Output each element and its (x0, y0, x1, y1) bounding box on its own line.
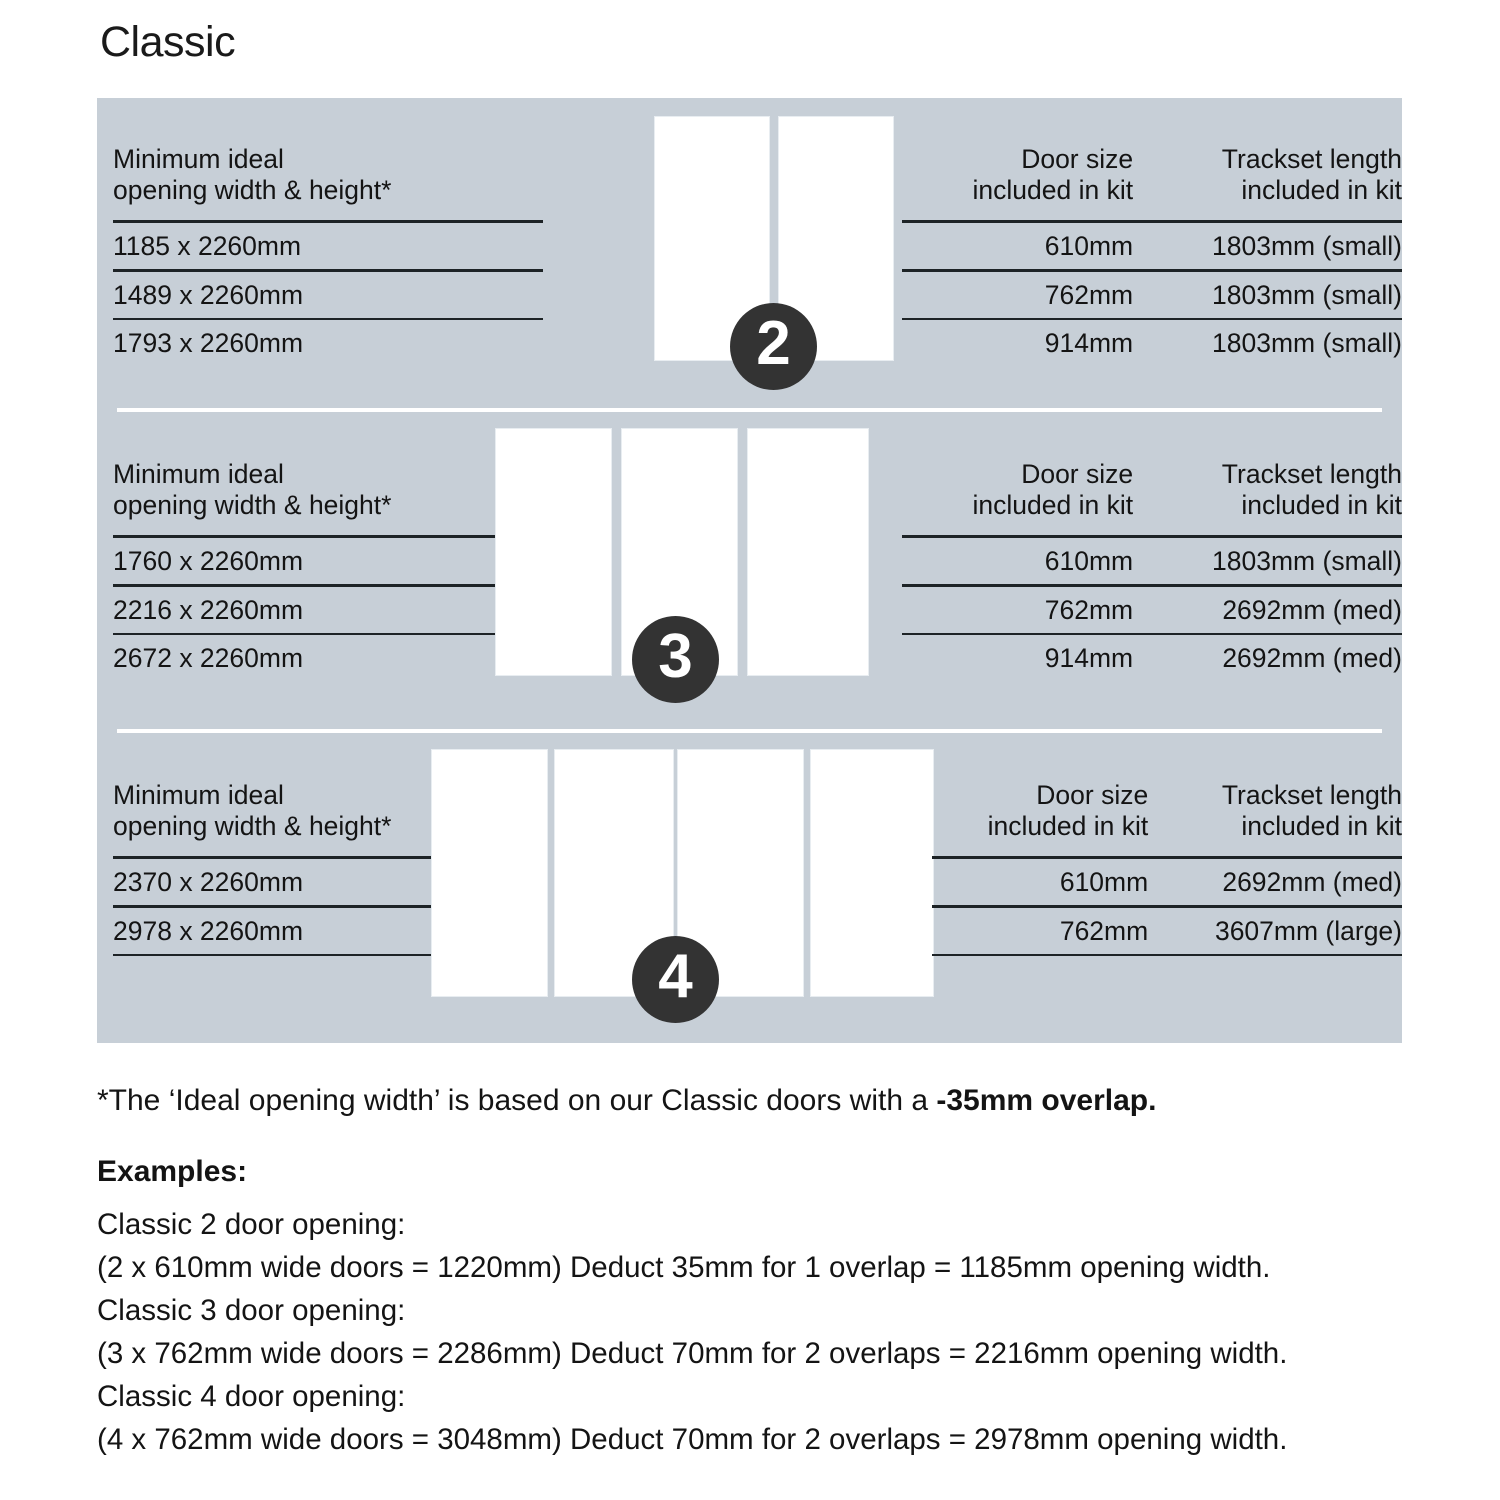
door-count-badge: 2 (730, 303, 817, 390)
example-line: Classic 4 door opening: (97, 1380, 406, 1413)
overlap-footnote: *The ‘Ideal opening width’ is based on o… (97, 1082, 1156, 1120)
example-line: (3 x 762mm wide doors = 2286mm) Deduct 7… (97, 1337, 1288, 1370)
table-row: 914mm 1803mm (small) (902, 320, 1402, 366)
footnote-prefix: *The ‘Ideal opening width’ is based on o… (97, 1084, 937, 1117)
opening-header: Minimum ideal opening width & height* (113, 459, 392, 520)
trackset-value: 1803mm (small) (1212, 231, 1402, 261)
trackset-value: 1803mm (small) (1212, 546, 1402, 576)
opening-header: Minimum ideal opening width & height* (113, 144, 392, 205)
door-size-value: 762mm (1044, 279, 1134, 310)
opening-column: Minimum ideal opening width & height* 17… (113, 459, 498, 681)
door-size-header: Door size included in kit (987, 780, 1149, 841)
example-line: Classic 2 door opening: (97, 1208, 406, 1241)
example-line: (2 x 610mm wide doors = 1220mm) Deduct 3… (97, 1251, 1271, 1284)
table-row: 610mm 1803mm (small) (902, 223, 1402, 269)
opening-value: 2978 x 2260mm (113, 915, 304, 946)
table-row: 610mm 1803mm (small) (902, 538, 1402, 584)
section-classic-4-door: Minimum ideal opening width & height* 23… (97, 734, 1402, 1043)
header-rule (113, 856, 440, 859)
trackset-value: 1803mm (small) (1212, 328, 1402, 358)
opening-value: 2370 x 2260mm (113, 867, 304, 897)
trackset-value: 2692mm (med) (1222, 643, 1402, 673)
door-size-value: 914mm (1044, 643, 1134, 673)
kit-columns: Door size included in kit Trackset lengt… (902, 459, 1402, 681)
door-size-value: 762mm (1044, 594, 1134, 625)
door-panel (747, 428, 869, 676)
row-rule (932, 953, 1402, 956)
door-size-value: 762mm (1059, 915, 1149, 946)
examples-list: Classic 2 door opening: (2 x 610mm wide … (97, 1203, 1287, 1461)
header-rule (932, 856, 1402, 859)
table-row: 762mm 2692mm (med) (902, 587, 1402, 633)
trackset-header: Trackset length included in kit (1221, 144, 1402, 205)
door-size-header: Door size included in kit (972, 144, 1134, 205)
table-row: 762mm 3607mm (large) (932, 908, 1402, 954)
kit-columns: Door size included in kit Trackset lengt… (902, 144, 1402, 366)
row-rule (113, 269, 543, 272)
row-rule (113, 905, 440, 908)
section-classic-3-door: Minimum ideal opening width & height* 17… (97, 413, 1402, 731)
trackset-header: Trackset length included in kit (1221, 459, 1402, 520)
trackset-value: 3607mm (large) (1214, 915, 1402, 946)
row-rule (113, 953, 440, 956)
door-panel (431, 749, 548, 997)
door-size-header: Door size included in kit (972, 459, 1134, 520)
trackset-value: 2692mm (med) (1222, 594, 1402, 625)
opening-value: 1793 x 2260mm (113, 328, 304, 358)
row-rule (113, 632, 498, 635)
trackset-header: Trackset length included in kit (1221, 780, 1402, 841)
example-line: (4 x 762mm wide doors = 3048mm) Deduct 7… (97, 1423, 1288, 1456)
section-divider-2 (117, 729, 1382, 733)
footnote-emphasis: -35mm overlap. (936, 1084, 1157, 1117)
section-divider-1 (117, 408, 1382, 412)
door-count-badge: 4 (632, 936, 719, 1023)
row-rule (113, 317, 543, 320)
row-rule (902, 584, 1402, 587)
examples-heading: Examples: (97, 1155, 248, 1188)
row-rule (932, 905, 1402, 908)
table-row: 610mm 2692mm (med) (932, 859, 1402, 905)
opening-header: Minimum ideal opening width & height* (113, 780, 392, 841)
example-line: Classic 3 door opening: (97, 1294, 406, 1327)
door-size-value: 610mm (1044, 546, 1134, 576)
table-row: 762mm 1803mm (small) (902, 272, 1402, 318)
table-row: 914mm 2692mm (med) (902, 635, 1402, 681)
spec-table-panel: Minimum ideal opening width & height* 11… (97, 98, 1402, 1043)
page-title: Classic (100, 18, 236, 66)
row-rule (113, 584, 498, 587)
door-panel (554, 749, 674, 997)
header-rule (113, 535, 498, 538)
header-rule (902, 535, 1402, 538)
opening-column: Minimum ideal opening width & height* 11… (113, 144, 543, 366)
header-rule (113, 220, 543, 223)
opening-column: Minimum ideal opening width & height* 23… (113, 780, 440, 956)
opening-value: 1185 x 2260mm (113, 231, 302, 261)
row-rule (902, 269, 1402, 272)
opening-value: 2672 x 2260mm (113, 643, 304, 673)
trackset-value: 1803mm (small) (1212, 279, 1402, 310)
row-rule (902, 632, 1402, 635)
door-size-value: 914mm (1044, 328, 1134, 358)
opening-value: 1760 x 2260mm (113, 546, 304, 576)
opening-value: 2216 x 2260mm (113, 594, 304, 625)
door-size-value: 610mm (1044, 231, 1134, 261)
row-rule (902, 317, 1402, 320)
door-size-value: 610mm (1059, 867, 1149, 897)
section-classic-2-door: Minimum ideal opening width & height* 11… (97, 98, 1402, 410)
kit-columns: Door size included in kit Trackset lengt… (932, 780, 1402, 956)
door-panel (495, 428, 612, 676)
opening-value: 1489 x 2260mm (113, 279, 304, 310)
door-count-badge: 3 (632, 616, 719, 703)
trackset-value: 2692mm (med) (1222, 867, 1402, 897)
header-rule (902, 220, 1402, 223)
door-panel (810, 749, 934, 997)
